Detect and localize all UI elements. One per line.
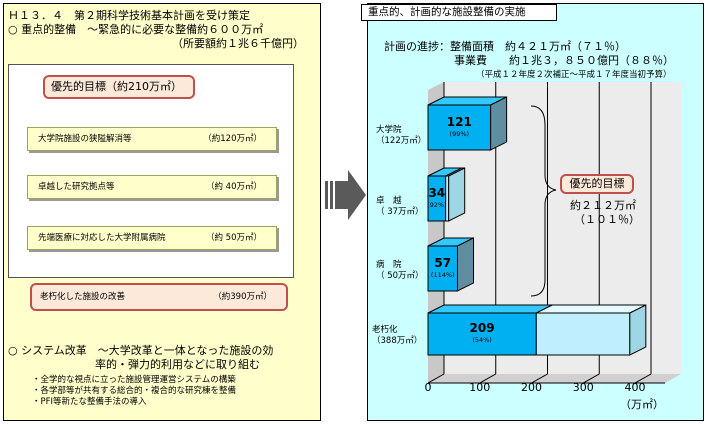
item-grad-school: 大学院施設の狭隘解消等 （約120万㎡） bbox=[27, 127, 277, 151]
category-sub: （ 50万㎡） bbox=[376, 271, 424, 281]
gridline-floor bbox=[479, 373, 496, 384]
gridline-floor bbox=[427, 373, 445, 384]
item-excellence: 卓越した研究拠点等 （約 40万㎡） bbox=[27, 175, 277, 199]
x-axis-unit: （万㎡） bbox=[620, 398, 664, 411]
goal-pct: （１０１％） bbox=[574, 213, 640, 226]
bar-front bbox=[427, 104, 492, 151]
aging-value: （約390万㎡） bbox=[213, 292, 272, 302]
priority-goal-label: 優先的目標（約210万㎡） bbox=[43, 75, 195, 99]
category-label: 大学院 （122万㎡） bbox=[376, 125, 426, 147]
target-remaining-front bbox=[535, 312, 631, 356]
category-name: 大学院 bbox=[376, 125, 402, 135]
item-label: 卓越した研究拠点等 bbox=[38, 182, 115, 192]
point2-line1: ○ システム改革 ～大学改革と一体となった施設の効 bbox=[8, 344, 274, 357]
bar-value-label: 57 bbox=[434, 255, 452, 270]
progress-line-1: 計画の進捗：整備面積 約４２１万㎡（７１％） bbox=[384, 40, 626, 53]
bullet-3: ・PFI等新たな整備手法の導入 bbox=[32, 397, 147, 407]
chart-back-wall bbox=[444, 82, 681, 374]
point1-label: ○ 重点的整備 ～緊急的に必要な整備約６００万㎡ bbox=[8, 23, 264, 36]
item-value: （約 40万㎡） bbox=[205, 182, 262, 192]
flow-arrow-icon bbox=[325, 170, 366, 220]
category-name: 老朽化 bbox=[372, 325, 398, 335]
bullet-1: ・全学的な視点に立った施設管理運営システムの構築 bbox=[32, 375, 236, 385]
bar-value-label: 209 bbox=[469, 321, 495, 335]
item-value: （約 50万㎡） bbox=[205, 233, 262, 243]
category-name: 卓 越 bbox=[376, 196, 402, 206]
progress-line-2: 事業費 約１兆３，８５０億円（８８％） bbox=[454, 54, 674, 67]
aging-facilities-box: 老朽化した施設の改善 （約390万㎡） bbox=[30, 283, 288, 311]
goal-value: 約２１２万㎡ bbox=[570, 199, 636, 212]
bar-side bbox=[490, 96, 508, 151]
item-hospital: 先端医療に対応した大学附属病院 （約 50万㎡） bbox=[27, 226, 277, 250]
x-tick-label: 200 bbox=[521, 381, 542, 394]
category-name: 病 院 bbox=[376, 260, 402, 270]
bar-top bbox=[427, 304, 553, 314]
point2-line2: 率的・弾力的利用などに取り組む bbox=[95, 358, 260, 371]
priority-goal-brace bbox=[530, 105, 557, 297]
gridline-floor bbox=[531, 373, 548, 384]
bullet-2: ・各学部等が共有する総合的・複合的な研究棟を整備 bbox=[32, 386, 237, 396]
target-remaining-top bbox=[535, 304, 647, 314]
bar-pct-label: (92%) bbox=[427, 200, 447, 209]
bar-pct-label: (54%) bbox=[472, 336, 492, 344]
x-tick-label: 100 bbox=[469, 381, 491, 394]
point1-note: （所要額約１兆６千億円） bbox=[172, 37, 304, 50]
item-label: 先端医療に対応した大学附属病院 bbox=[38, 233, 166, 243]
target-remaining-side bbox=[448, 167, 466, 222]
x-tick-label: 400 bbox=[624, 381, 646, 394]
bar-front bbox=[427, 312, 537, 356]
item-value: （約120万㎡） bbox=[203, 134, 262, 144]
gridline-floor bbox=[634, 373, 652, 384]
bar-value-label: 121 bbox=[446, 114, 472, 129]
x-tick-label: 300 bbox=[572, 381, 594, 394]
bar-value-label: 34 bbox=[428, 185, 446, 200]
bar-pct-label: (99%) bbox=[449, 129, 470, 138]
category-label: 老朽化 （388万㎡） bbox=[372, 325, 422, 347]
aging-label: 老朽化した施設の改善 bbox=[40, 292, 126, 302]
bar-pct-label: (114%) bbox=[430, 270, 455, 279]
category-label: 病 院 （ 50万㎡） bbox=[376, 260, 424, 282]
period-note: （平成１２年度２次補正～平成１７年度当初予算） bbox=[476, 70, 672, 80]
x-tick-label: 0 bbox=[424, 381, 432, 394]
right-title: 重点的、計画的な施設整備の実施 bbox=[361, 4, 557, 21]
category-sub: （122万㎡） bbox=[376, 136, 427, 146]
target-remaining-side bbox=[629, 304, 647, 356]
left-heading: Ｈ１３．４ 第２期科学技術基本計画を受け策定 bbox=[8, 9, 250, 22]
category-sub: （ 37万㎡） bbox=[376, 207, 424, 217]
category-label: 卓 越 （ 37万㎡） bbox=[376, 196, 424, 218]
bar-top bbox=[427, 167, 462, 177]
category-sub: （388万㎡） bbox=[372, 336, 423, 346]
item-label: 大学院施設の狭隘解消等 bbox=[38, 134, 132, 144]
bar-side bbox=[456, 237, 474, 292]
gridline-floor bbox=[583, 373, 600, 384]
priority-goal-annotation: 優先的目標 bbox=[560, 174, 634, 194]
